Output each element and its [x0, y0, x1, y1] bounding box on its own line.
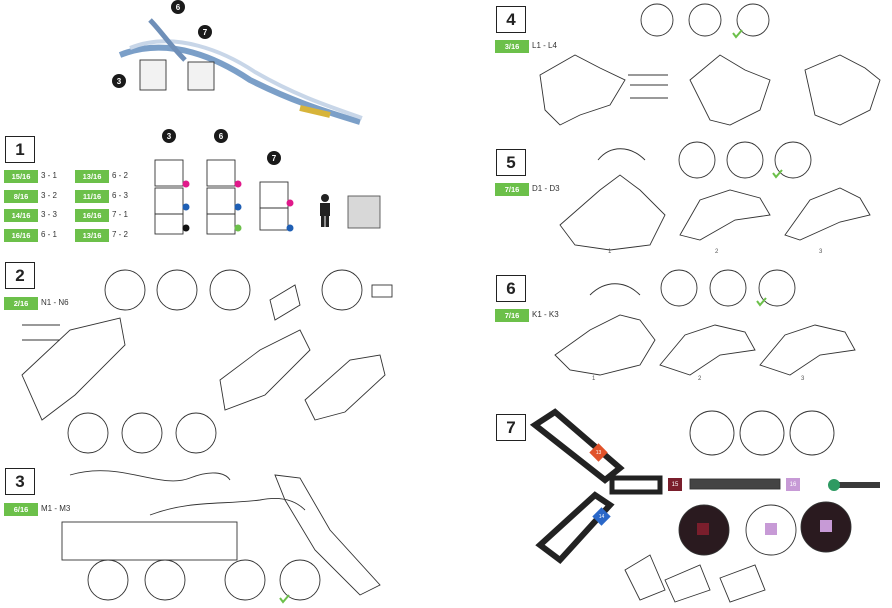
step6-sub-2: 2 [698, 376, 702, 382]
step1-row1-piece-a: 3 - 1 [41, 171, 58, 180]
step7-drawings [529, 408, 880, 603]
step-7-number: 7 [496, 414, 526, 441]
step1-row1-piece-b: 6 - 2 [112, 171, 129, 180]
step-5-number: 5 [496, 149, 526, 176]
step1-row1-count-b: 13/16 [75, 170, 109, 183]
step4-drawings [539, 3, 881, 126]
step-4-number: 4 [496, 6, 526, 33]
step1-row2-count-b: 11/16 [75, 190, 109, 203]
disc-badge-lilac-1 [765, 523, 777, 535]
step1-row3-piece-a: 3 - 3 [41, 210, 58, 219]
step3-count-tag: 6/16 [4, 503, 38, 516]
step6-count-tag: 7/16 [495, 309, 529, 322]
tower-callout-3: 3 [162, 129, 176, 143]
step4-count-tag: 3/16 [495, 40, 529, 53]
step1-row2-piece-b: 6 - 3 [112, 191, 129, 200]
step1-row4-count-b: 13/16 [75, 229, 109, 242]
step4-piece-label: L1 - L4 [532, 41, 557, 50]
step6-drawings [554, 269, 856, 376]
step1-row3-piece-b: 7 - 1 [112, 210, 129, 219]
badge-15-maroon: 15 [668, 478, 682, 491]
badge-16-lilac: 16 [786, 478, 800, 491]
step1-row3-count-a: 14/16 [4, 209, 38, 222]
badge-13-label: 13 [595, 449, 602, 456]
step2-count-tag: 2/16 [4, 297, 38, 310]
step-1-number: 1 [5, 136, 35, 163]
hero-callout-3: 3 [112, 74, 126, 88]
step5-count-tag: 7/16 [495, 183, 529, 196]
step1-row1-count-a: 15/16 [4, 170, 38, 183]
step5-sub-1: 1 [608, 249, 612, 255]
step1-row4-count-a: 16/16 [4, 229, 38, 242]
step5-piece-label: D1 - D3 [532, 184, 560, 193]
step2-piece-label: N1 - N6 [41, 298, 69, 307]
person-icon [320, 194, 330, 227]
step1-row4-piece-a: 6 - 1 [41, 230, 58, 239]
step1-towers [154, 159, 289, 235]
step1-row2-count-a: 8/16 [4, 190, 38, 203]
step2-drawings [21, 269, 393, 454]
step3-piece-label: M1 - M3 [41, 504, 71, 513]
tower-callout-6: 6 [214, 129, 228, 143]
step6-sub-1: 1 [592, 376, 596, 382]
step-3-number: 3 [5, 468, 35, 495]
step1-row2-piece-a: 3 - 2 [41, 191, 58, 200]
tower-color-dots [182, 180, 294, 232]
step6-piece-label: K1 - K3 [532, 310, 559, 319]
step-6-number: 6 [496, 275, 526, 302]
hero-track-illustration [118, 18, 363, 125]
step3-drawings [61, 470, 381, 601]
step6-sub-3: 3 [801, 376, 805, 382]
badge-14-label: 14 [598, 513, 605, 520]
step5-sub-3: 3 [819, 249, 823, 255]
disc-badge-lilac-2 [820, 520, 832, 532]
step5-sub-2: 2 [715, 249, 719, 255]
tower-callout-7: 7 [267, 151, 281, 165]
step1-row4-piece-b: 7 - 2 [112, 230, 129, 239]
hero-callout-7: 7 [198, 25, 212, 39]
hero-callout-6: 6 [171, 0, 185, 14]
qr-code [347, 195, 381, 229]
step5-drawings [559, 141, 871, 251]
step1-row3-count-b: 16/16 [75, 209, 109, 222]
disc-badge-maroon [697, 523, 709, 535]
step-2-number: 2 [5, 262, 35, 289]
